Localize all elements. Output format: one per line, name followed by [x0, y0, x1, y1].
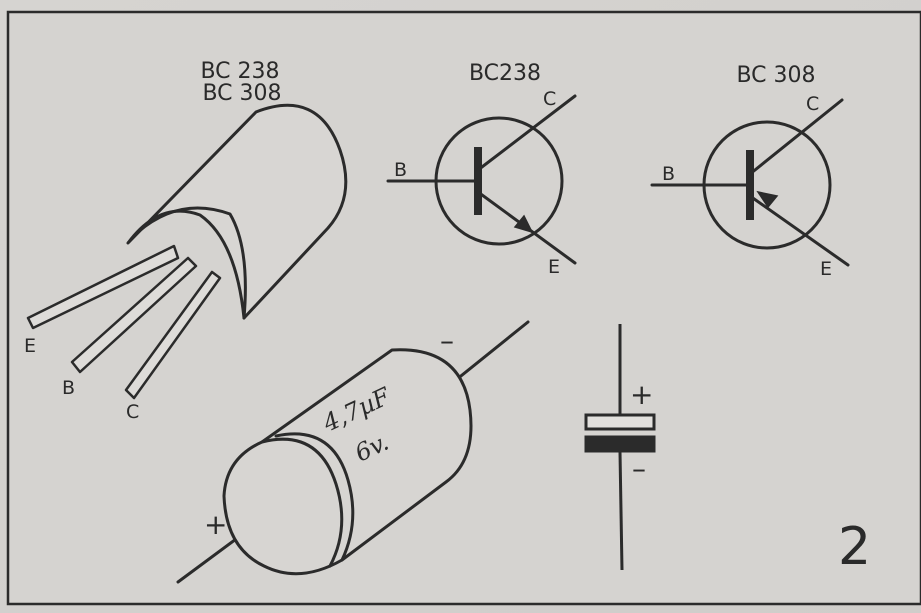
pnp-collector-label: C — [806, 93, 819, 115]
lead-base — [70, 256, 198, 374]
npn-title: BC238 — [469, 61, 541, 86]
pnp-symbol — [650, 98, 850, 267]
package-name-line1: BC 238 — [200, 59, 279, 84]
package-leads — [26, 244, 222, 400]
pnp-emitter-lead — [748, 194, 850, 267]
figure-frame — [6, 10, 921, 606]
transistor-package — [126, 103, 348, 320]
npn-collector-lead — [476, 94, 577, 172]
npn-emitter-label: E — [548, 256, 560, 278]
capacitor-symbol-minus-label: – — [632, 452, 646, 485]
capacitor-end-ring-outer — [260, 437, 344, 568]
npn-symbol — [386, 94, 577, 265]
capacitor-symbol-positive-plate — [584, 413, 656, 431]
pnp-emitter-arrow — [756, 190, 779, 209]
electrolytic-capacitor — [176, 320, 530, 584]
capacitor-symbol-bottom-lead — [618, 451, 624, 571]
figure-number: 2 — [838, 517, 871, 577]
lead-collector — [124, 270, 222, 400]
capacitor-body — [222, 348, 473, 576]
npn-base-label: B — [394, 159, 407, 181]
package-pin-c-label: C — [126, 401, 139, 423]
pnp-collector-lead — [748, 98, 844, 176]
package-body-outline — [126, 103, 348, 320]
npn-collector-label: C — [543, 88, 556, 110]
npn-emitter-arrow — [513, 214, 534, 234]
package-name-line2: BC 308 — [202, 81, 281, 106]
capacitor-symbol-plus-label: + — [630, 378, 653, 411]
package-pin-b-label: B — [62, 377, 75, 399]
capacitor-symbol — [584, 324, 656, 571]
package-pin-e-label: E — [24, 335, 36, 357]
pnp-title: BC 308 — [736, 63, 815, 88]
pnp-base-label: B — [662, 163, 675, 185]
pnp-emitter-label: E — [820, 258, 832, 280]
package-flat-face-edge — [136, 206, 247, 320]
capacitor-symbol-negative-plate — [584, 435, 656, 453]
capacitor-minus-label: – — [440, 324, 454, 357]
capacitor-end-ring-inner — [274, 432, 355, 562]
capacitor-plus-label: + — [204, 508, 227, 541]
lead-emitter — [26, 244, 180, 330]
